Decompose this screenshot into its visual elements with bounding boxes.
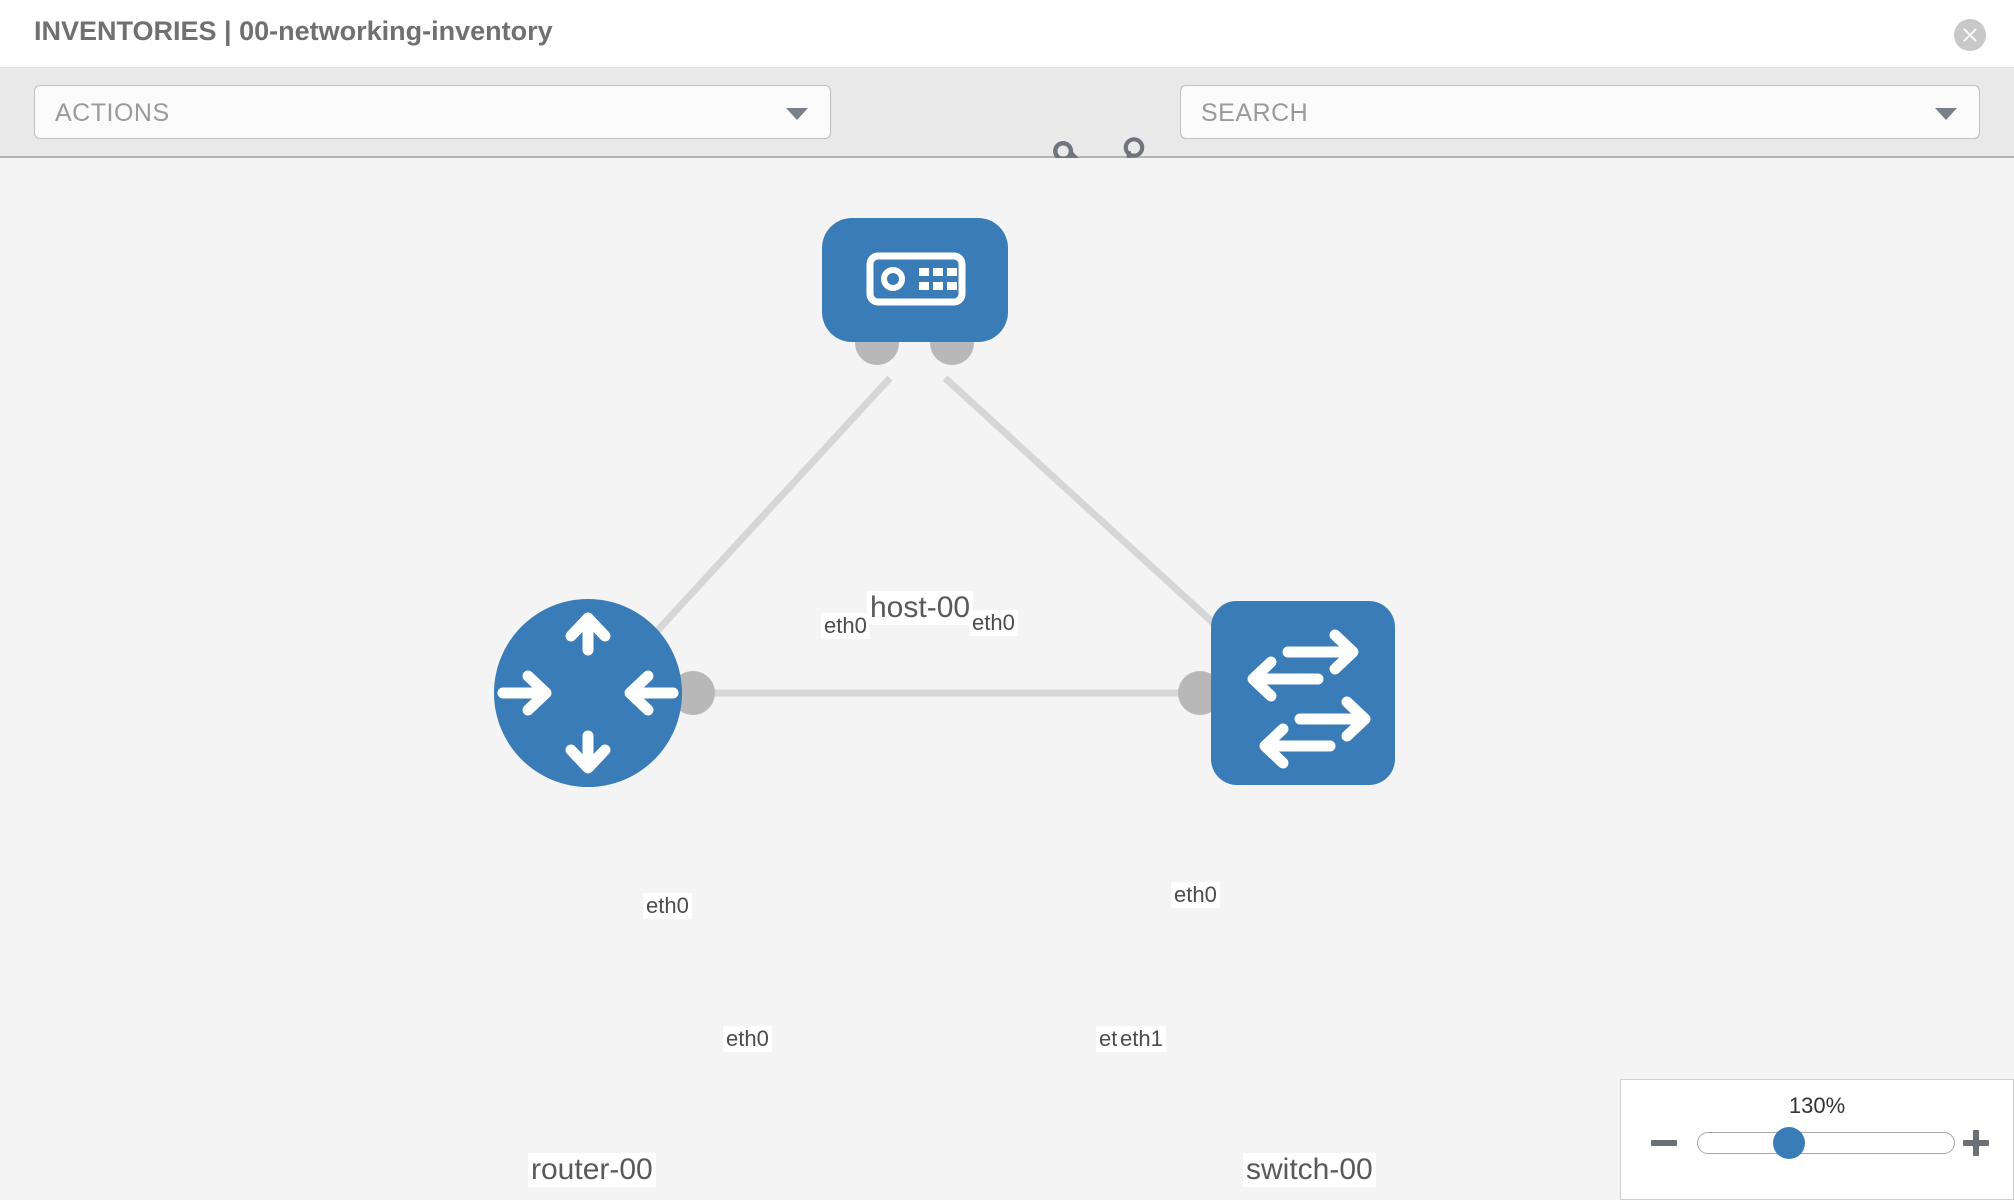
node-host-00-shape[interactable] [822,218,1008,342]
router-arrows-icon [497,612,679,774]
port-label-router00-eth0: eth0 [723,1026,772,1052]
topology-canvas[interactable]: host-00 router-00 switch-00 eth0 eth0 et… [0,158,2014,1200]
chevron-down-icon [786,108,808,120]
close-icon[interactable] [1954,19,1986,51]
search-placeholder: SEARCH [1201,99,1309,127]
port-handle-router00-right[interactable] [671,671,715,715]
topology-graph [494,218,1395,787]
port-label-switch00-eth1: eth1 [1117,1026,1166,1052]
switch-arrows-icon [1247,629,1371,769]
actions-dropdown[interactable]: ACTIONS [34,85,831,139]
search-input[interactable]: SEARCH [1180,85,1980,139]
node-switch-00-shape[interactable] [1211,601,1395,785]
zoom-in-button[interactable] [1961,1128,1991,1158]
page-title: INVENTORIES | 00-networking-inventory [34,16,553,46]
node-router-00-shape[interactable] [494,599,682,787]
node-host-00[interactable] [822,218,1008,342]
zoom-slider-track[interactable] [1697,1132,1955,1154]
port-label-host00-right: eth0 [969,610,1018,636]
zoom-percent-label: 130% [1788,1093,1846,1118]
zoom-control-panel: 130% [1620,1079,2014,1200]
actions-dropdown-label: ACTIONS [55,99,170,127]
page-header: INVENTORIES | 00-networking-inventory [0,0,2014,68]
zoom-out-button[interactable] [1649,1128,1679,1158]
node-label-switch-00: switch-00 [1243,1153,1376,1187]
close-glyph [1963,28,1977,42]
server-device-icon [866,252,966,306]
port-label-switch00-uplink: eth0 [1171,882,1220,908]
topology-links [597,375,1293,697]
chevron-down-icon[interactable] [1935,108,1957,120]
toolbar: ACTIONS SEARCH [0,68,2014,176]
zoom-slider-thumb[interactable] [1773,1127,1805,1159]
port-label-host00-left: eth0 [821,613,870,639]
node-router-00[interactable] [494,599,682,787]
node-label-router-00: router-00 [528,1153,656,1187]
node-switch-00[interactable] [1211,601,1395,785]
port-label-router00-uplink: eth0 [643,893,692,919]
node-label-host-00: host-00 [867,591,974,625]
